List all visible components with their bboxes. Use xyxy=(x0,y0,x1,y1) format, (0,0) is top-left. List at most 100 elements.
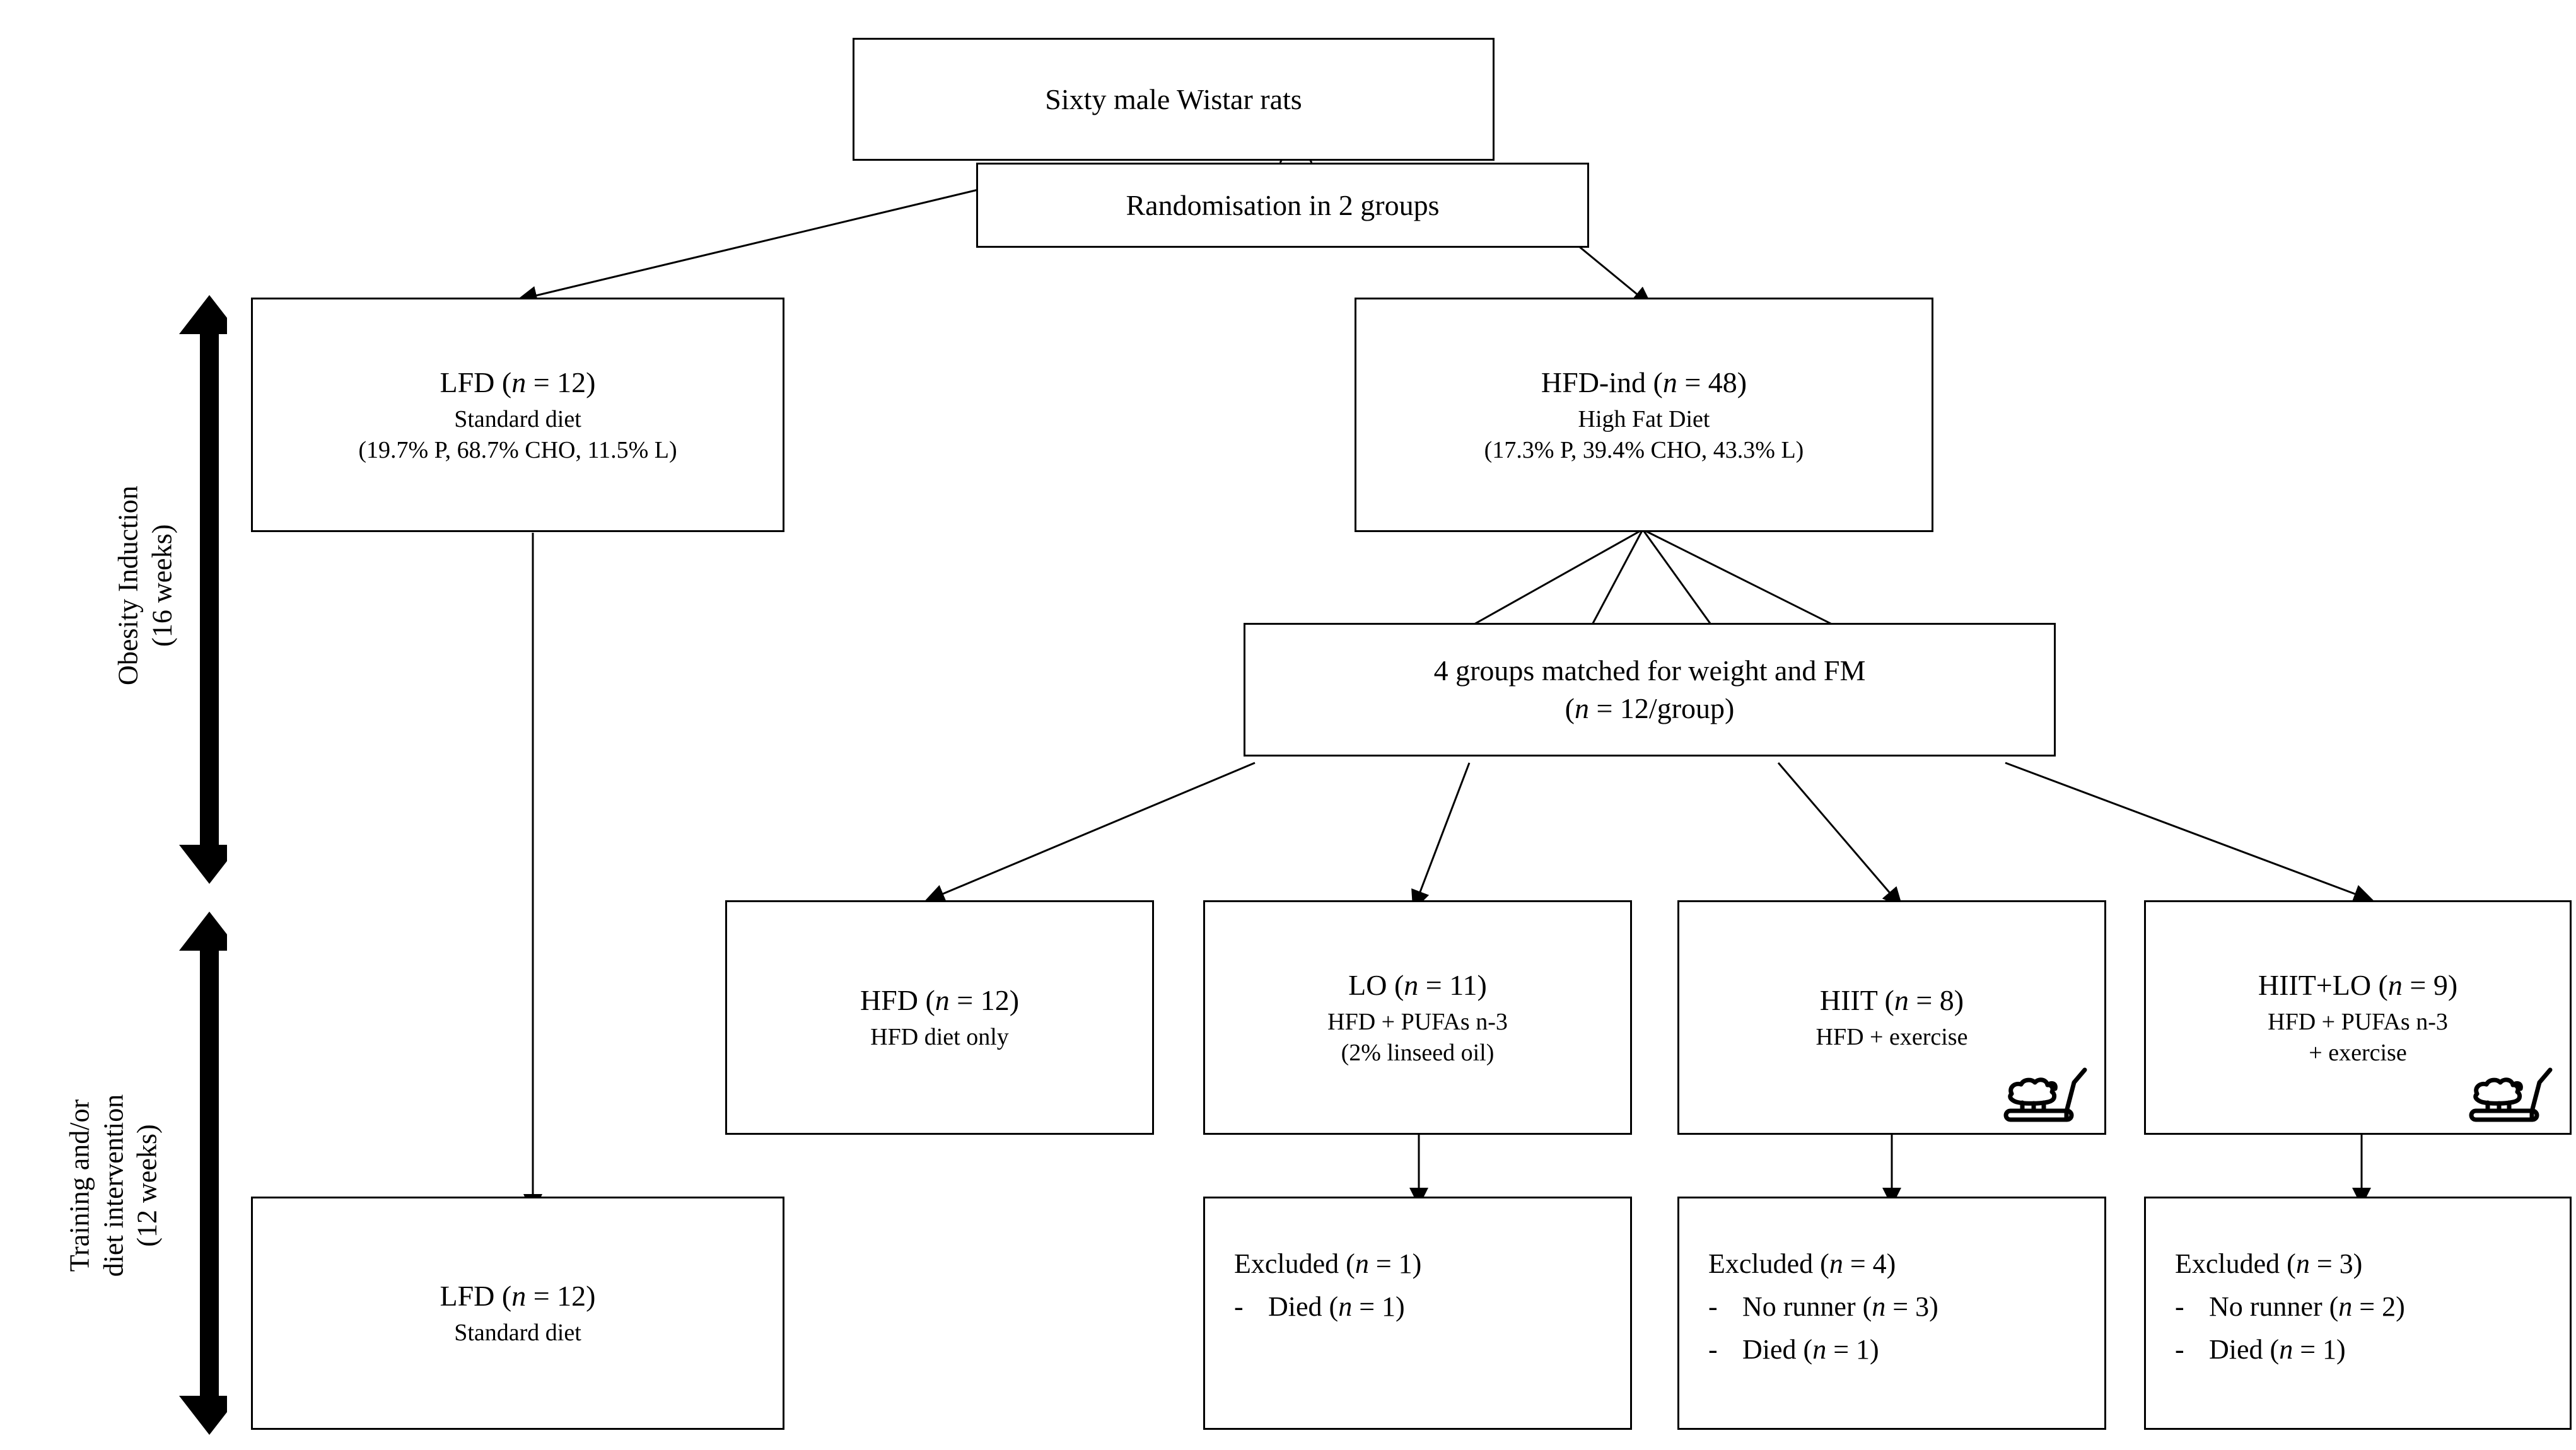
obesity-induction-arrow-icon xyxy=(179,295,227,884)
node-matched-groups[interactable]: 4 groups matched for weight and FM (n = … xyxy=(1244,623,2056,757)
period-obesity-induction: Obesity Induction (16 weeks) xyxy=(0,290,227,889)
excluded-hiit-lo-item-2-post: = 1) xyxy=(2293,1334,2346,1366)
hfd-induction-title: HFD-ind (n = 48) xyxy=(1541,364,1747,402)
matched-groups-line2-post: = 12/group) xyxy=(1588,692,1735,724)
lfd-induction-line3: (19.7% P, 68.7% CHO, 11.5% L) xyxy=(358,436,677,463)
node-cohort[interactable]: Sixty male Wistar rats xyxy=(853,38,1495,161)
excluded-lo-item-1-dash: - xyxy=(1234,1291,1244,1323)
node-excluded-hiit-lo[interactable]: Excluded (n = 3) -No runner (n = 2) -Die… xyxy=(2144,1197,2572,1430)
excluded-lo-item-1-pre: Died ( xyxy=(1268,1291,1339,1323)
training-intervention-arrow-icon xyxy=(179,912,227,1435)
node-randomisation[interactable]: Randomisation in 2 groups xyxy=(976,163,1589,248)
hiit-group-title-post: = 8) xyxy=(1908,984,1964,1017)
hiit-lo-group-title: HIIT+LO (n = 9) xyxy=(2258,966,2457,1004)
excluded-hiit-lo-item-2-dash: - xyxy=(2175,1334,2184,1366)
node-hfd-induction[interactable]: HFD-ind (n = 48) High Fat Diet (17.3% P,… xyxy=(1355,298,1933,532)
lfd-final-title: LFD (n = 12) xyxy=(440,1277,596,1315)
node-excluded-hiit[interactable]: Excluded (n = 4) -No runner (n = 3) -Die… xyxy=(1677,1197,2106,1430)
training-intervention-line1: Training and/or xyxy=(64,1099,95,1272)
lo-group-title-post: = 11) xyxy=(1418,968,1487,1001)
excluded-hiit-item-1-post: = 3) xyxy=(1885,1291,1938,1323)
hiit-lo-group-line3: + exercise xyxy=(2309,1039,2407,1066)
excluded-lo-heading-n: n xyxy=(1355,1248,1369,1279)
lo-group-title-n: n xyxy=(1404,968,1419,1001)
hfd-group-line2: HFD diet only xyxy=(870,1024,1009,1051)
matched-groups-line2-n: n xyxy=(1574,692,1589,724)
excluded-hiit-lo-item-2: -Died (n = 1) xyxy=(2175,1328,2346,1371)
node-hiit-group[interactable]: HIIT (n = 8) HFD + exercise xyxy=(1677,900,2106,1135)
hfd-induction-line2: High Fat Diet xyxy=(1578,405,1710,432)
excluded-hiit-lo-heading-post: = 3) xyxy=(2309,1248,2363,1279)
lfd-final-title-pre: LFD ( xyxy=(440,1280,512,1313)
lo-group-line3: (2% linseed oil) xyxy=(1341,1039,1495,1066)
excluded-lo-item-1-post: = 1) xyxy=(1352,1291,1405,1323)
matched-groups-line2-pre: ( xyxy=(1565,692,1575,724)
randomisation-label: Randomisation in 2 groups xyxy=(1126,188,1440,221)
excluded-lo-item-1: -Died (n = 1) xyxy=(1234,1285,1405,1328)
hfd-induction-title-n: n xyxy=(1662,366,1677,398)
hfd-group-title-pre: HFD ( xyxy=(860,984,935,1017)
excluded-hiit-lo-item-1: -No runner (n = 2) xyxy=(2175,1285,2405,1328)
lfd-induction-title: LFD (n = 12) xyxy=(440,364,596,402)
lo-group-line2: HFD + PUFAs n-3 xyxy=(1327,1008,1508,1035)
hfd-group-title-post: = 12) xyxy=(949,984,1020,1017)
obesity-induction-line2: (16 weeks) xyxy=(146,524,177,647)
excluded-hiit-lo-item-2-pre: Died ( xyxy=(2209,1334,2280,1366)
excluded-lo-heading-post: = 1) xyxy=(1368,1248,1422,1279)
lfd-induction-line2: Standard diet xyxy=(454,405,581,432)
excluded-hiit-lo-item-1-pre: No runner ( xyxy=(2209,1291,2339,1323)
training-intervention-line2: diet intervention xyxy=(98,1094,129,1277)
hfd-induction-title-post: = 48) xyxy=(1677,366,1747,398)
excluded-hiit-heading-post: = 4) xyxy=(1843,1248,1896,1279)
excluded-hiit-lo-item-2-n: n xyxy=(2279,1334,2293,1366)
excluded-hiit-lo-item-1-dash: - xyxy=(2175,1291,2184,1323)
hiit-lo-group-title-pre: HIIT+LO ( xyxy=(2258,968,2388,1001)
node-hiit-lo-group[interactable]: HIIT+LO (n = 9) HFD + PUFAs n-3 + exerci… xyxy=(2144,900,2572,1135)
excluded-lo-heading: Excluded (n = 1) xyxy=(1234,1243,1421,1285)
excluded-hiit-lo-heading: Excluded (n = 3) xyxy=(2175,1243,2362,1285)
training-intervention-label: Training and/or diet intervention (12 we… xyxy=(62,946,164,1425)
hfd-induction-line3: (17.3% P, 39.4% CHO, 43.3% L) xyxy=(1484,436,1804,463)
lfd-final-line2: Standard diet xyxy=(454,1320,581,1347)
node-lfd-induction[interactable]: LFD (n = 12) Standard diet (19.7% P, 68.… xyxy=(251,298,784,532)
excluded-hiit-heading-pre: Excluded ( xyxy=(1708,1248,1829,1279)
node-excluded-lo[interactable]: Excluded (n = 1) -Died (n = 1) xyxy=(1203,1197,1632,1430)
matched-groups-line1: 4 groups matched for weight and FM xyxy=(1433,654,1866,687)
node-lo-group[interactable]: LO (n = 11) HFD + PUFAs n-3 (2% linseed … xyxy=(1203,900,1632,1135)
hfd-group-title-n: n xyxy=(935,984,950,1017)
hiit-group-title-n: n xyxy=(1894,984,1909,1017)
hiit-group-title-pre: HIIT ( xyxy=(1819,984,1894,1017)
excluded-hiit-item-2: -Died (n = 1) xyxy=(1708,1328,1879,1371)
period-training-intervention: Training and/or diet intervention (12 we… xyxy=(0,908,227,1437)
hfd-induction-title-pre: HFD-ind ( xyxy=(1541,366,1663,398)
obesity-induction-line1: Obesity Induction xyxy=(112,485,144,685)
excluded-hiit-item-2-post: = 1) xyxy=(1826,1334,1879,1366)
node-lfd-final[interactable]: LFD (n = 12) Standard diet xyxy=(251,1197,784,1430)
matched-groups-line2: (n = 12/group) xyxy=(1565,690,1735,728)
hfd-group-title: HFD (n = 12) xyxy=(860,982,1019,1019)
excluded-hiit-item-1: -No runner (n = 3) xyxy=(1708,1285,1938,1328)
lfd-final-title-n: n xyxy=(511,1280,527,1313)
excluded-hiit-lo-item-1-n: n xyxy=(2338,1291,2353,1323)
training-intervention-line3: (12 weeks) xyxy=(131,1124,163,1247)
hiit-lo-group-title-n: n xyxy=(2387,968,2403,1001)
treadmill-rat-icon xyxy=(2469,1067,2553,1122)
lo-group-title-pre: LO ( xyxy=(1348,968,1404,1001)
obesity-induction-label: Obesity Induction (16 weeks) xyxy=(111,340,178,832)
excluded-hiit-item-2-dash: - xyxy=(1708,1334,1718,1366)
excluded-hiit-item-1-dash: - xyxy=(1708,1291,1718,1323)
excluded-hiit-heading: Excluded (n = 4) xyxy=(1708,1243,1896,1285)
hiit-lo-group-title-post: = 9) xyxy=(2402,968,2458,1001)
excluded-hiit-lo-item-1-post: = 2) xyxy=(2352,1291,2405,1323)
hiit-group-line2: HFD + exercise xyxy=(1815,1024,1968,1051)
lfd-final-title-post: = 12) xyxy=(526,1280,596,1313)
excluded-hiit-item-1-n: n xyxy=(1872,1291,1886,1323)
lfd-induction-title-pre: LFD ( xyxy=(440,366,512,398)
excluded-lo-item-1-n: n xyxy=(1338,1291,1353,1323)
lfd-induction-title-n: n xyxy=(511,366,527,398)
excluded-hiit-lo-heading-n: n xyxy=(2295,1248,2310,1279)
hiit-lo-group-line2: HFD + PUFAs n-3 xyxy=(2268,1008,2448,1035)
excluded-hiit-heading-n: n xyxy=(1829,1248,1843,1279)
node-hfd-group[interactable]: HFD (n = 12) HFD diet only xyxy=(725,900,1154,1135)
